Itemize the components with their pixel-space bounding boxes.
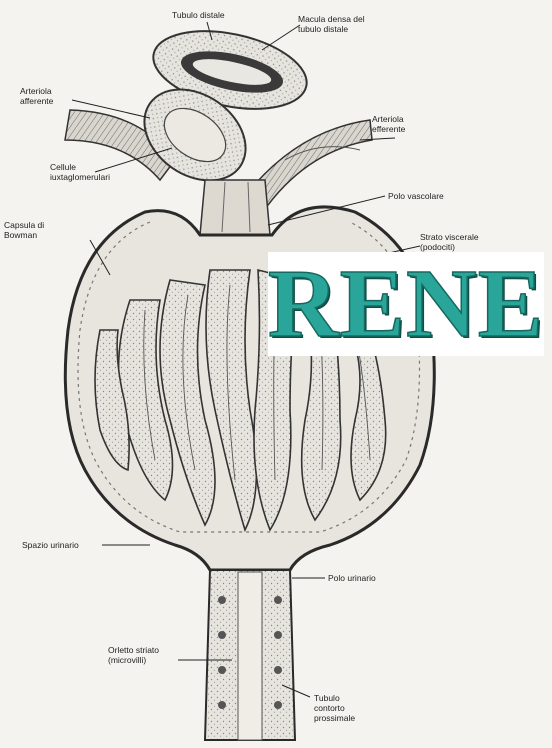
- label-strato-viscerale: Strato viscerale (podociti): [420, 232, 479, 252]
- label-polo-urinario: Polo urinario: [328, 573, 376, 583]
- page-title: RENE: [268, 255, 544, 353]
- label-macula-densa: Macula densa del tubulo distale: [298, 14, 365, 34]
- label-arteriola-efferente: Arteriola efferente: [372, 114, 405, 134]
- label-capsula-bowman: Capsula di Bowman: [4, 220, 44, 240]
- proximal-tubule-drawing: [205, 570, 295, 740]
- vascular-pole-drawing: [200, 180, 270, 235]
- label-tubulo-distale: Tubulo distale: [172, 10, 225, 20]
- label-spazio-urinario: Spazio urinario: [22, 540, 79, 550]
- label-polo-vascolare: Polo vascolare: [388, 191, 444, 201]
- label-tubulo-contorto: Tubulo contorto prossimale: [314, 693, 355, 723]
- label-cellule-iuxtaglomerulari: Cellule iuxtaglomerulari: [50, 162, 110, 182]
- title-banner: RENE: [268, 252, 544, 356]
- efferent-arteriole-drawing: [250, 120, 372, 205]
- label-arteriola-afferente: Arteriola afferente: [20, 86, 53, 106]
- label-orletto-striato: Orletto striato (microvilli): [108, 645, 159, 665]
